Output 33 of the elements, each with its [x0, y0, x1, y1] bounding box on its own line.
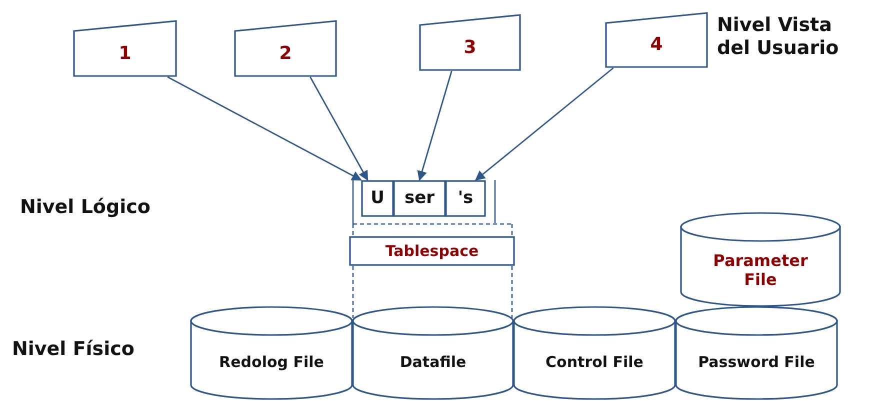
file-cylinder: [352, 306, 514, 399]
view-number: 2: [279, 42, 292, 64]
file-cylinder: [680, 212, 841, 306]
file-cylinder: [513, 306, 676, 399]
table-cell: [361, 180, 394, 217]
node-label: Datafile: [400, 352, 466, 370]
node-label: 's: [458, 188, 474, 209]
file-cylinder: [190, 306, 353, 399]
screen-box: [234, 20, 337, 77]
file-cylinder: [675, 306, 838, 399]
node-label: Redolog File: [219, 352, 324, 370]
arrow: [474, 67, 614, 181]
level-label: Nivel Físico: [12, 338, 136, 361]
screen-box: [419, 14, 521, 71]
node-label: Tablespace: [385, 242, 479, 260]
view-number: 3: [464, 36, 476, 58]
view-number: 4: [650, 33, 663, 56]
view-number: 1: [118, 42, 132, 64]
arrow: [167, 76, 362, 181]
node-label: Control File: [546, 352, 644, 370]
table-cell: [445, 180, 486, 217]
table-cell: [393, 180, 446, 217]
node-label: U: [370, 188, 384, 209]
arrow: [310, 76, 368, 181]
node-label: ser: [404, 188, 435, 209]
node-label: Parameter File: [712, 250, 809, 290]
node-label: Password File: [698, 352, 815, 370]
level-label: Nivel Vista del Usuario: [717, 14, 840, 60]
level-label: Nivel Lógico: [20, 196, 152, 219]
arrow: [417, 70, 452, 181]
screen-box: [605, 12, 708, 68]
screen-box: [73, 20, 177, 77]
tablespace-box: [349, 236, 515, 266]
